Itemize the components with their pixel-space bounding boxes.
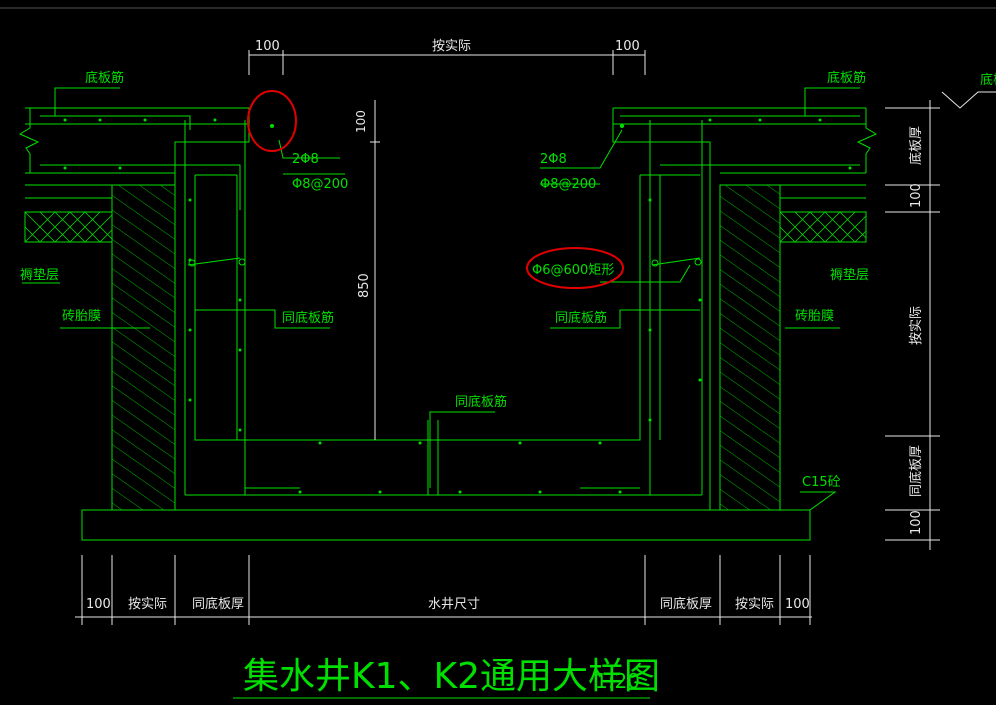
pit-bottom bbox=[81, 420, 811, 541]
dim-inner-850: 850 bbox=[357, 273, 372, 298]
label-c15-concrete: C15砼 bbox=[802, 475, 841, 490]
label-same-rebar-left: 同底板筋 bbox=[282, 310, 334, 326]
dim-top-100-left: 100 bbox=[255, 39, 280, 54]
left-structure bbox=[18, 107, 378, 511]
label-brick-mold-left: 砖胎膜 bbox=[62, 309, 101, 324]
dim-inner-100: 100 bbox=[354, 110, 368, 133]
label-base-rebar-left: 底板筋 bbox=[85, 70, 124, 86]
label-phi6-600: Φ6@600矩形 bbox=[532, 263, 614, 278]
right-structure bbox=[378, 107, 878, 511]
dim-bottom-same-left: 同底板厚 bbox=[192, 596, 244, 612]
label-cushion-right: 褥垫层 bbox=[830, 267, 869, 283]
label-phi8-200-left: Φ8@200 bbox=[292, 177, 348, 192]
drawing-scale: 1:20 bbox=[595, 669, 640, 693]
dimension-lines bbox=[75, 50, 996, 625]
dim-right-actual: 按实际 bbox=[909, 306, 924, 345]
label-same-rebar-right: 同底板筋 bbox=[555, 310, 607, 326]
label-2phi8-left: 2Φ8 bbox=[292, 152, 319, 167]
dim-bottom-100-right: 100 bbox=[785, 597, 810, 612]
label-phi8-200-right: Φ8@200 bbox=[540, 177, 596, 192]
label-base-rebar-right: 底板筋 bbox=[827, 70, 866, 86]
highlight-circle-phi6 bbox=[526, 247, 624, 289]
dim-top-100-right: 100 bbox=[615, 39, 640, 54]
rebar-dots bbox=[63, 118, 852, 494]
labels: 100 按实际 100 底板筋 底板筋 底板 100 850 2Φ8 Φ8@20… bbox=[20, 39, 996, 697]
dim-right-100-b: 100 bbox=[909, 510, 924, 535]
dim-right-slab-thickness: 底板厚 bbox=[908, 126, 924, 165]
dim-bottom-actual-left: 按实际 bbox=[128, 597, 167, 612]
drawing-title: 集水井K1、K2通用大样图 bbox=[243, 656, 660, 697]
dim-bottom-actual-right: 按实际 bbox=[735, 597, 774, 612]
highlight-circle-corner bbox=[247, 90, 297, 152]
dim-right-100-a: 100 bbox=[909, 183, 924, 208]
dim-bottom-same-right: 同底板厚 bbox=[660, 596, 712, 612]
label-2phi8-right: 2Φ8 bbox=[540, 152, 567, 167]
dim-top-actual: 按实际 bbox=[432, 39, 471, 54]
leader-lines bbox=[22, 87, 860, 699]
label-brick-mold-right: 砖胎膜 bbox=[795, 309, 834, 324]
label-same-rebar-center: 同底板筋 bbox=[455, 394, 507, 410]
dim-right-same-thickness: 同底板厚 bbox=[908, 445, 924, 497]
label-base-rebar-clip: 底板 bbox=[980, 72, 996, 88]
dim-bottom-100-left: 100 bbox=[86, 597, 111, 612]
dim-bottom-pit-size: 水井尺寸 bbox=[428, 597, 480, 612]
label-cushion-left: 褥垫层 bbox=[20, 267, 59, 283]
